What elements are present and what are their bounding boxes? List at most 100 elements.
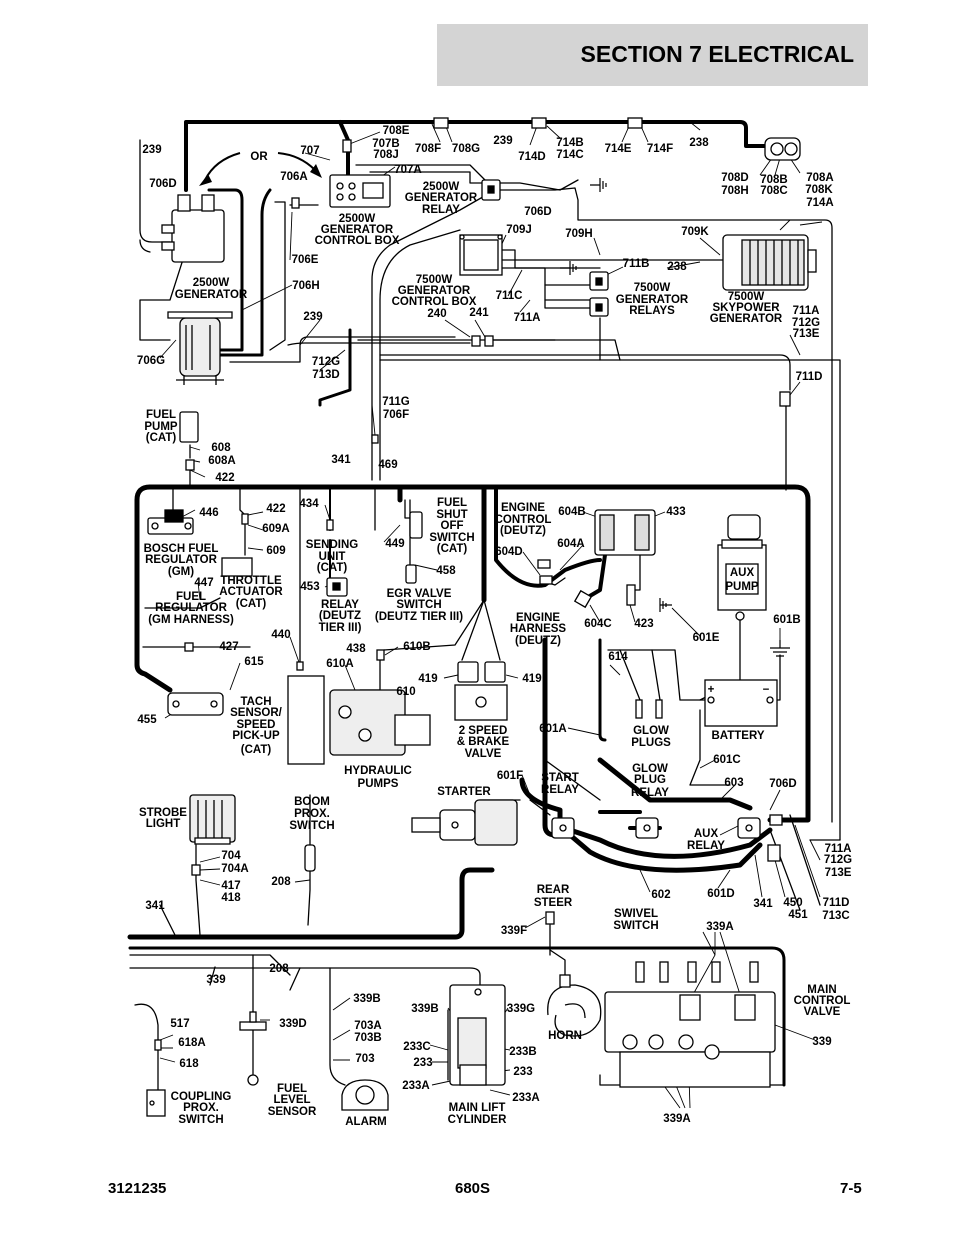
diagram-label: MAIN: [807, 984, 836, 996]
diagram-label: TIER III): [319, 622, 362, 634]
diagram-label: (CAT): [317, 562, 348, 574]
diagram-label: 339G: [507, 1003, 535, 1015]
diagram-label: 714F: [647, 143, 673, 155]
diagram-label: 241: [469, 307, 489, 319]
diagram-label: 447: [194, 577, 213, 589]
diagram-label: 713E: [793, 328, 820, 340]
diagram-label: 714E: [605, 143, 632, 155]
receptacle-icon: [764, 137, 801, 161]
diagram-label: COUPLING: [171, 1091, 232, 1103]
diagram-label: (DEUTZ): [515, 635, 561, 647]
diagram-label: 455: [137, 714, 157, 726]
diagram-label: 711A: [793, 305, 820, 317]
diagram-label: ACTUATOR: [219, 586, 283, 598]
diagram-label: 240: [427, 308, 446, 320]
diagram-label: 339B: [353, 993, 381, 1005]
diagram-label: 708H: [721, 185, 749, 197]
diagram-label: −: [763, 684, 770, 696]
diagram-label: CONTROL: [794, 995, 851, 1007]
diagram-label: 609: [266, 545, 285, 557]
diagram-label: CONTROL BOX: [315, 235, 400, 247]
diagram-label: RELAY: [422, 204, 460, 216]
section-header: SECTION 7 ELECTRICAL: [437, 24, 868, 86]
diagram-label: 610: [396, 686, 415, 698]
diagram-label: 438: [346, 643, 366, 655]
battery-icon: [704, 679, 778, 727]
diagram-label: 703A: [354, 1020, 382, 1032]
diagram-label: RELAY: [321, 599, 359, 611]
main-control-valve-icon: [604, 961, 776, 1088]
diagram-label: GENERATOR: [616, 294, 689, 306]
diagram-label: 341: [145, 900, 165, 912]
diagram-label: BATTERY: [711, 730, 764, 742]
diagram-label: 449: [385, 538, 404, 550]
diagram-label: 707: [300, 145, 319, 157]
diagram-label: SENDING: [306, 539, 358, 551]
diagram-label: 233C: [403, 1041, 431, 1053]
diagram-label: 233B: [509, 1046, 537, 1058]
diagram-label: 708E: [383, 125, 410, 137]
diagram-label: 604B: [558, 506, 586, 518]
aux-pump-icon: [717, 514, 767, 621]
diagram-label: 603: [724, 777, 743, 789]
diagram-label: MAIN LIFT: [449, 1102, 506, 1114]
throttle-actuator-icon: [221, 557, 253, 577]
generator-2500w-control-box-icon: [329, 174, 391, 208]
diagram-label: 601D: [707, 888, 735, 900]
diagram-label: 604A: [557, 538, 585, 550]
diagram-label: 419: [522, 673, 541, 685]
diagram-label: 712G: [824, 854, 852, 866]
diagram-label: 517: [170, 1018, 189, 1030]
diagram-label: GLOW: [633, 725, 669, 737]
start-relay-icon: [551, 817, 575, 839]
diagram-label: UNIT: [319, 551, 346, 563]
diagram-label: 615: [244, 656, 264, 668]
diagram-label: VALVE: [465, 748, 502, 760]
diagram-label: 714A: [806, 197, 834, 209]
diagram-label: 233: [513, 1066, 532, 1078]
diagram-label: HYDRAULIC: [344, 765, 412, 777]
boom-proximity-switch-icon: [304, 844, 316, 872]
diagram-label: LEVEL: [273, 1094, 310, 1106]
diagram-label: 712G: [312, 356, 340, 368]
diagram-label: 711A: [514, 312, 541, 324]
diagram-label: 706G: [137, 355, 165, 367]
diagram-label: RELAY: [631, 787, 669, 799]
diagram-label: (DEUTZ: [319, 610, 361, 622]
relay-deutz-icon: [326, 577, 348, 597]
diagram-label: 712G: [792, 317, 820, 329]
diagram-label: 604D: [495, 546, 523, 558]
diagram-label: 714C: [556, 149, 584, 161]
diagram-label: THROTTLE: [220, 575, 282, 587]
diagram-label: SWITCH: [289, 820, 334, 832]
alarm-icon: [341, 1079, 389, 1111]
diagram-label: GLOW: [632, 763, 668, 775]
diagram-label: (CAT): [146, 432, 177, 444]
diagram-label: FUEL: [176, 591, 206, 603]
diagram-label: GENERATOR: [405, 192, 478, 204]
diagram-label: 704: [221, 850, 241, 862]
diagram-label: 233A: [402, 1080, 430, 1092]
diagram-label: BOOM: [294, 796, 330, 808]
diagram-label: 7500W: [634, 282, 671, 294]
fuel-shutoff-switch-icon: [409, 511, 423, 539]
diagram-label: 707A: [394, 164, 422, 176]
diagram-label: (GM HARNESS): [148, 614, 234, 626]
arrow-right-icon: [277, 152, 316, 171]
diagram-label: SHUT: [436, 509, 467, 521]
diagram-label: SWITCH: [178, 1114, 223, 1126]
diagram-label: OFF: [441, 520, 464, 532]
diagram-label: 208: [269, 963, 289, 975]
components: [146, 117, 817, 1117]
diagram-label: 239: [142, 144, 161, 156]
diagram-label: 709K: [681, 226, 709, 238]
diagram-label: 708J: [373, 149, 399, 161]
diagram-label: 601F: [497, 770, 523, 782]
fuel-level-sensor-icon: [239, 1011, 267, 1086]
diagram-label: SPEED: [237, 719, 276, 731]
diagram-label: FUEL: [146, 409, 176, 421]
diagram-label: 602: [651, 889, 670, 901]
diagram-label: REAR: [537, 884, 570, 896]
diagram-label: 450: [783, 897, 802, 909]
